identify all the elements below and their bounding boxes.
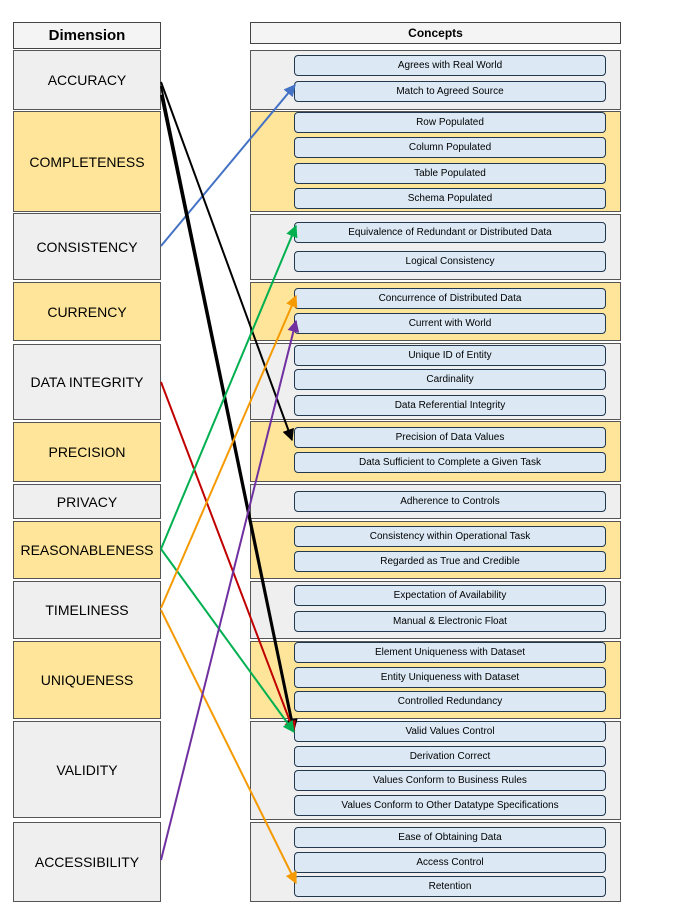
concept-derivation-correct: Derivation Correct [294, 746, 606, 767]
concept-unique-id-of-entity: Unique ID of Entity [294, 345, 606, 366]
concept-data-referential-integrity: Data Referential Integrity [294, 395, 606, 416]
concept-data-sufficient-for-task: Data Sufficient to Complete a Given Task [294, 452, 606, 473]
concept-regarded-as-true-and-credible: Regarded as True and Credible [294, 551, 606, 572]
dimension-timeliness: TIMELINESS [13, 581, 161, 639]
concept-concurrence-of-distributed-data: Concurrence of Distributed Data [294, 288, 606, 309]
dimension-completeness: COMPLETENESS [13, 111, 161, 212]
dimension-reasonableness: REASONABLENESS [13, 521, 161, 579]
concept-values-conform-to-business-rules: Values Conform to Business Rules [294, 770, 606, 791]
concept-controlled-redundancy: Controlled Redundancy [294, 691, 606, 712]
dimension-accuracy: ACCURACY [13, 50, 161, 110]
dimension-privacy: PRIVACY [13, 484, 161, 519]
concept-consistency-within-operational-task: Consistency within Operational Task [294, 526, 606, 547]
concept-cardinality: Cardinality [294, 369, 606, 390]
concept-equivalence-of-redundant-data: Equivalence of Redundant or Distributed … [294, 222, 606, 243]
concept-schema-populated: Schema Populated [294, 188, 606, 209]
concept-entity-uniqueness-with-dataset: Entity Uniqueness with Dataset [294, 667, 606, 688]
concept-manual-electronic-float: Manual & Electronic Float [294, 611, 606, 632]
dimension-consistency: CONSISTENCY [13, 213, 161, 280]
dimension-validity: VALIDITY [13, 721, 161, 818]
dimension-header: Dimension [13, 22, 161, 49]
concept-logical-consistency: Logical Consistency [294, 251, 606, 272]
dimension-accessibility: ACCESSIBILITY [13, 822, 161, 902]
concept-element-uniqueness-with-dataset: Element Uniqueness with Dataset [294, 642, 606, 663]
concept-agrees-with-real-world: Agrees with Real World [294, 55, 606, 76]
dimension-currency: CURRENCY [13, 282, 161, 341]
concepts-header: Concepts [250, 22, 621, 44]
dimension-precision: PRECISION [13, 422, 161, 482]
dimension-data-integrity: DATA INTEGRITY [13, 344, 161, 420]
concept-valid-values-control: Valid Values Control [294, 721, 606, 742]
concept-precision-of-data-values: Precision of Data Values [294, 427, 606, 448]
concept-adherence-to-controls: Adherence to Controls [294, 491, 606, 512]
concept-retention: Retention [294, 876, 606, 897]
concept-ease-of-obtaining-data: Ease of Obtaining Data [294, 827, 606, 848]
dimension-uniqueness: UNIQUENESS [13, 641, 161, 719]
concept-values-conform-to-datatype-specs: Values Conform to Other Datatype Specifi… [294, 795, 606, 816]
concept-expectation-of-availability: Expectation of Availability [294, 585, 606, 606]
concept-access-control: Access Control [294, 852, 606, 873]
concept-column-populated: Column Populated [294, 137, 606, 158]
concept-match-to-agreed-source: Match to Agreed Source [294, 81, 606, 102]
concept-current-with-world: Current with World [294, 313, 606, 334]
concept-row-populated: Row Populated [294, 112, 606, 133]
concept-table-populated: Table Populated [294, 163, 606, 184]
